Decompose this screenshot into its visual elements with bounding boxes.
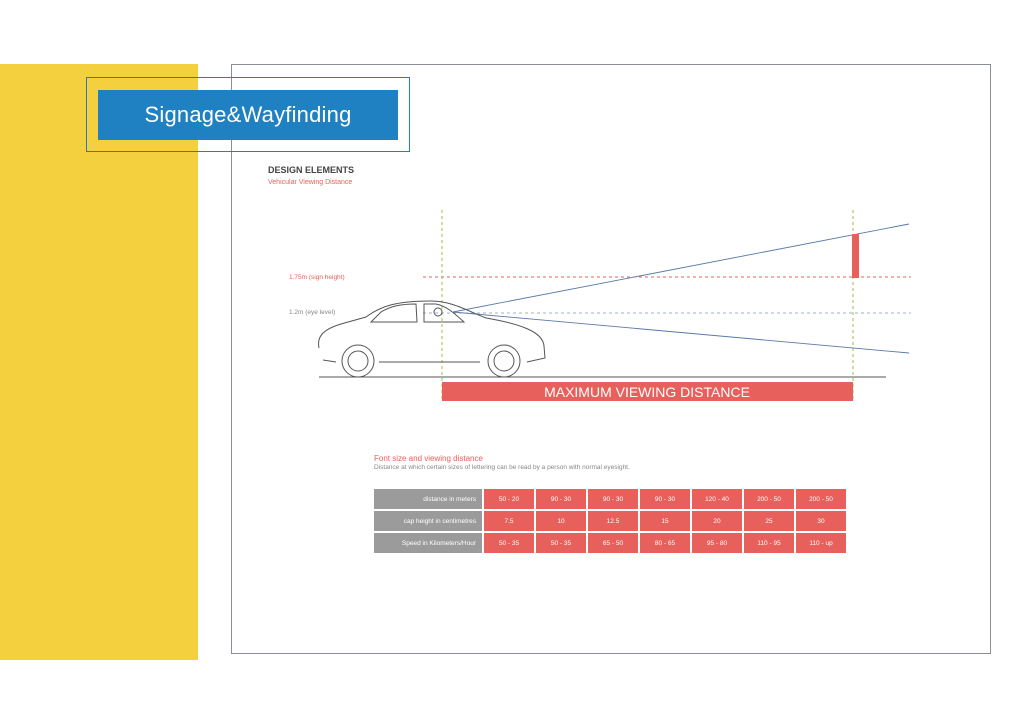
viewing-distance-diagram: 1.75m (sign height) 1.2m (eye level) MAX…	[289, 210, 911, 401]
table-cell: 15	[640, 511, 690, 531]
table-cell: 25	[744, 511, 794, 531]
table-cell: 120 - 40	[692, 489, 742, 509]
upper-sight-line	[452, 223, 910, 313]
table-cell: 80 - 65	[640, 533, 690, 553]
table-cell: 50 - 20	[484, 489, 534, 509]
row-header: Speed in Kilometers/Hour	[374, 533, 482, 553]
max-viewing-distance-label: MAXIMUM VIEWING DISTANCE	[544, 384, 750, 400]
row-header: distance in meters	[374, 489, 482, 509]
sign-marker	[852, 234, 859, 278]
table-cell: 7.5	[484, 511, 534, 531]
table-cell: 200 - 50	[796, 489, 846, 509]
table-cell: 110 - up	[796, 533, 846, 553]
table-cell: 10	[536, 511, 586, 531]
max-viewing-distance-bar	[442, 382, 853, 401]
sign-height-label: 1.75m (sign height)	[289, 274, 345, 281]
row-header: cap height in centimetres	[374, 511, 482, 531]
yellow-side-band	[0, 64, 198, 660]
page-title: Signage&Wayfinding	[98, 90, 398, 140]
table-row: distance in meters 50 - 20 90 - 30 90 - …	[374, 489, 846, 509]
lower-sight-line	[452, 311, 910, 354]
font-size-viewing-table: distance in meters 50 - 20 90 - 30 90 - …	[372, 487, 848, 555]
table-cell: 200 - 50	[744, 489, 794, 509]
table-cell: 12.5	[588, 511, 638, 531]
table-subtitle: Distance at which certain sizes of lette…	[374, 464, 630, 471]
table-cell: 50 - 35	[536, 533, 586, 553]
table-cell: 110 - 95	[744, 533, 794, 553]
table-cell: 90 - 30	[588, 489, 638, 509]
table-cell: 20	[692, 511, 742, 531]
table-cell: 30	[796, 511, 846, 531]
section-heading: DESIGN ELEMENTS	[268, 165, 355, 175]
table-title: Font size and viewing distance	[374, 454, 483, 463]
table-cell: 90 - 30	[536, 489, 586, 509]
section-subheading: Vehicular Viewing Distance	[268, 179, 353, 186]
table-cell: 50 - 35	[484, 533, 534, 553]
table-cell: 90 - 30	[640, 489, 690, 509]
table-row: cap height in centimetres 7.5 10 12.5 15…	[374, 511, 846, 531]
car-outline	[318, 300, 546, 378]
table-cell: 95 - 80	[692, 533, 742, 553]
table-row: Speed in Kilometers/Hour 50 - 35 50 - 35…	[374, 533, 846, 553]
table-cell: 65 - 50	[588, 533, 638, 553]
eye-level-label: 1.2m (eye level)	[289, 309, 335, 316]
title-outline	[86, 77, 410, 152]
content-frame	[231, 64, 991, 654]
